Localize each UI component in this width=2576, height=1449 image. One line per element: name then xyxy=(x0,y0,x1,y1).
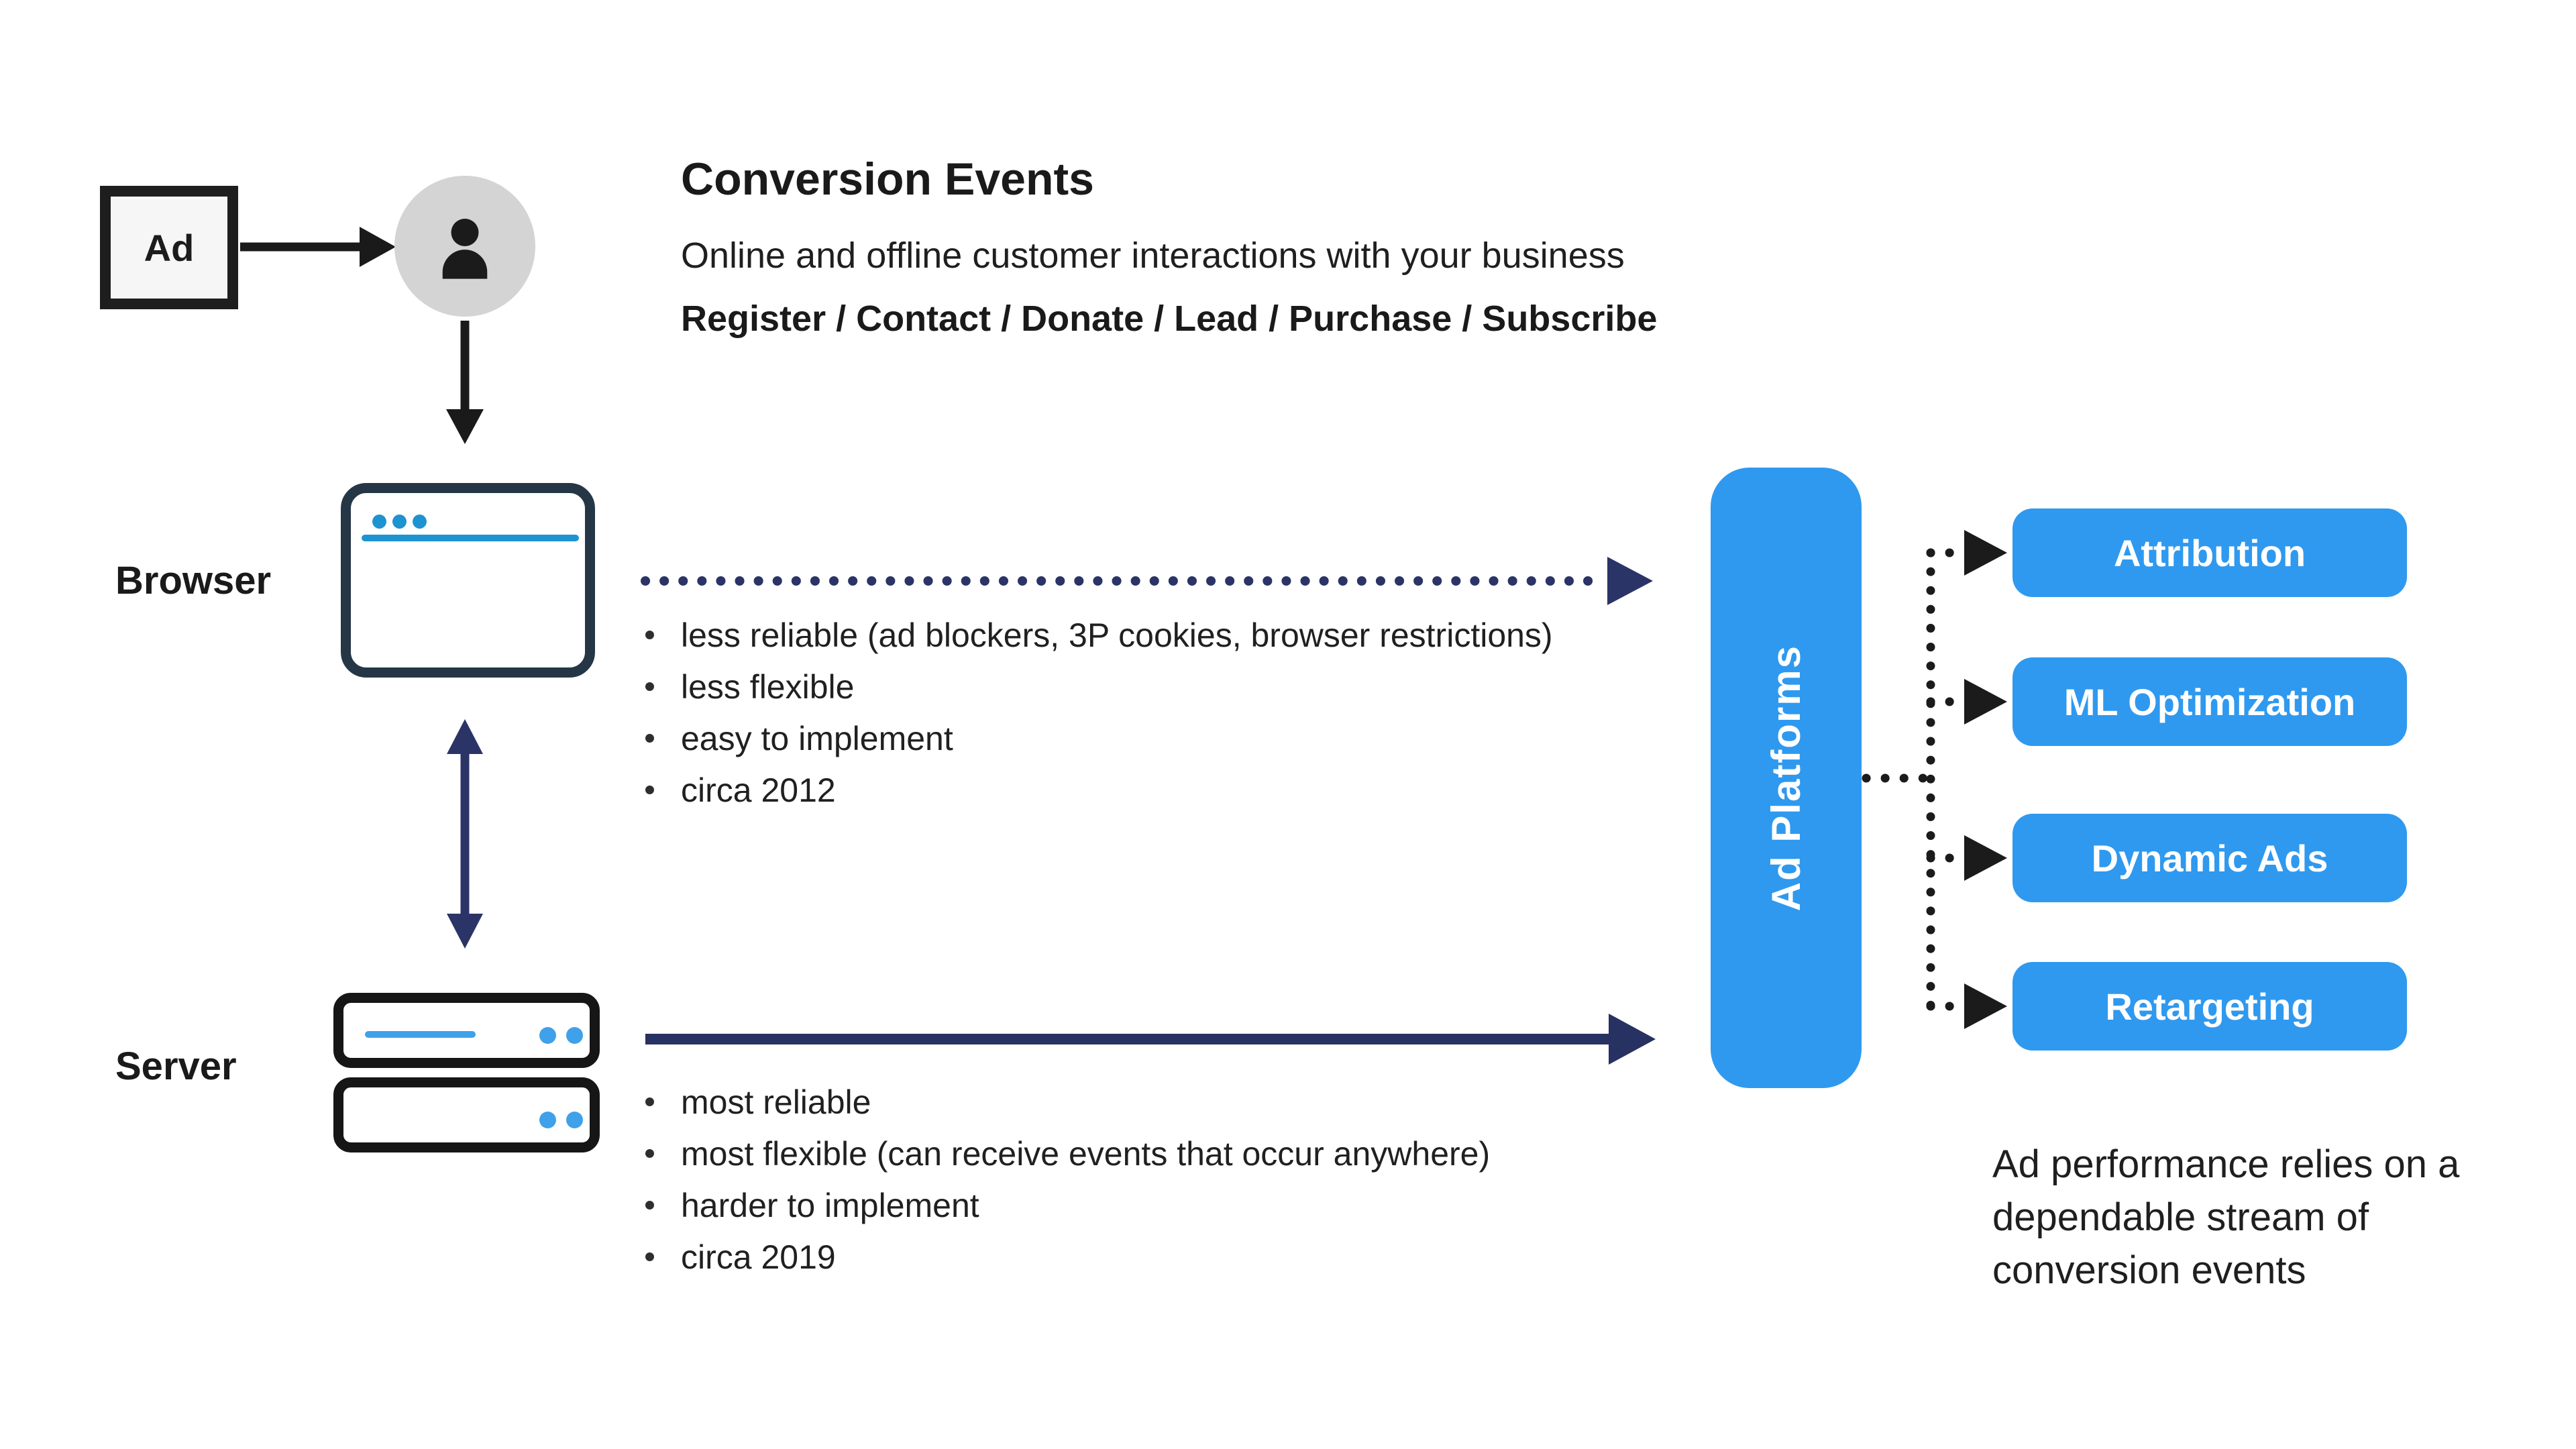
page-subtitle: Online and offline customer interactions… xyxy=(681,235,1625,276)
list-item: circa 2012 xyxy=(645,764,1553,816)
browser-dot-icon xyxy=(392,515,407,529)
bullet-dot xyxy=(645,682,654,691)
note-text: harder to implement xyxy=(681,1186,979,1224)
browser-to-platforms-dotted-arrow xyxy=(641,557,1653,605)
list-item: circa 2019 xyxy=(645,1231,1490,1283)
list-item: most reliable xyxy=(645,1076,1490,1128)
list-item: most flexible (can receive events that o… xyxy=(645,1128,1490,1179)
capability-box-ml-optimization: ML Optimization xyxy=(2012,657,2407,746)
list-item: less flexible xyxy=(645,661,1553,712)
performance-caption: Ad performance relies on a dependable st… xyxy=(1992,1138,2459,1297)
capability-box-retargeting: Retargeting xyxy=(2012,962,2407,1051)
bullet-dot xyxy=(645,734,654,743)
arrowhead-attribution xyxy=(1964,530,2007,576)
browser-label: Browser xyxy=(115,559,272,602)
server-rack-icon xyxy=(333,993,600,1068)
browser-address-bar xyxy=(362,535,579,541)
server-dot-icon xyxy=(566,1027,583,1044)
browser-window-icon xyxy=(341,483,595,678)
server-dot-icon xyxy=(566,1112,583,1128)
bullet-dot xyxy=(645,1097,654,1106)
bullet-dot xyxy=(645,786,654,794)
note-text: less flexible xyxy=(681,667,855,706)
note-text: less reliable (ad blockers, 3P cookies, … xyxy=(681,616,1553,654)
server-dot-icon xyxy=(539,1112,556,1128)
server-label: Server xyxy=(115,1044,237,1088)
server-notes-list: most reliable most flexible (can receive… xyxy=(645,1076,1490,1283)
caption-line: conversion events xyxy=(1992,1248,2306,1292)
person-icon xyxy=(442,219,488,279)
user-to-browser-arrow xyxy=(446,321,484,444)
browser-dot-icon xyxy=(372,515,386,529)
bullet-dot xyxy=(645,1201,654,1210)
bullet-dot xyxy=(645,631,654,639)
arrowhead-ml-optimization xyxy=(1964,679,2007,724)
server-to-platforms-arrow xyxy=(645,1014,1656,1065)
ad-box-label: Ad xyxy=(144,226,195,269)
browser-notes-list: less reliable (ad blockers, 3P cookies, … xyxy=(645,609,1553,816)
bullet-dot xyxy=(645,1149,654,1158)
note-text: most reliable xyxy=(681,1083,871,1121)
server-dot-icon xyxy=(539,1027,556,1044)
page-title: Conversion Events xyxy=(681,154,1094,205)
caption-line: dependable stream of xyxy=(1992,1195,2369,1239)
platforms-fanout-connector xyxy=(1862,530,2007,1029)
note-text: easy to implement xyxy=(681,719,953,757)
arrowhead-dynamic-ads xyxy=(1964,835,2007,881)
capability-box-dynamic-ads: Dynamic Ads xyxy=(2012,814,2407,902)
list-item: harder to implement xyxy=(645,1179,1490,1231)
server-rack-icon xyxy=(333,1077,600,1152)
arrowhead-retargeting xyxy=(1964,983,2007,1029)
list-item: less reliable (ad blockers, 3P cookies, … xyxy=(645,609,1553,661)
note-text: circa 2019 xyxy=(681,1238,836,1276)
browser-dot-icon xyxy=(413,515,427,529)
note-text: most flexible (can receive events that o… xyxy=(681,1134,1491,1173)
browser-server-double-arrow xyxy=(447,719,483,949)
conversion-examples: Register / Contact / Donate / Lead / Pur… xyxy=(681,299,1658,339)
ad-box: Ad xyxy=(100,186,238,309)
ad-platforms-label: Ad Platforms xyxy=(1764,644,1809,912)
avatar xyxy=(394,176,535,317)
caption-line: Ad performance relies on a xyxy=(1992,1142,2460,1186)
bullet-dot xyxy=(645,1252,654,1261)
note-text: circa 2012 xyxy=(681,771,836,809)
capability-box-attribution: Attribution xyxy=(2012,508,2407,597)
list-item: easy to implement xyxy=(645,712,1553,764)
ad-platforms-bar: Ad Platforms xyxy=(1711,468,1862,1088)
ad-to-user-arrow xyxy=(240,227,396,267)
server-line xyxy=(365,1031,476,1038)
